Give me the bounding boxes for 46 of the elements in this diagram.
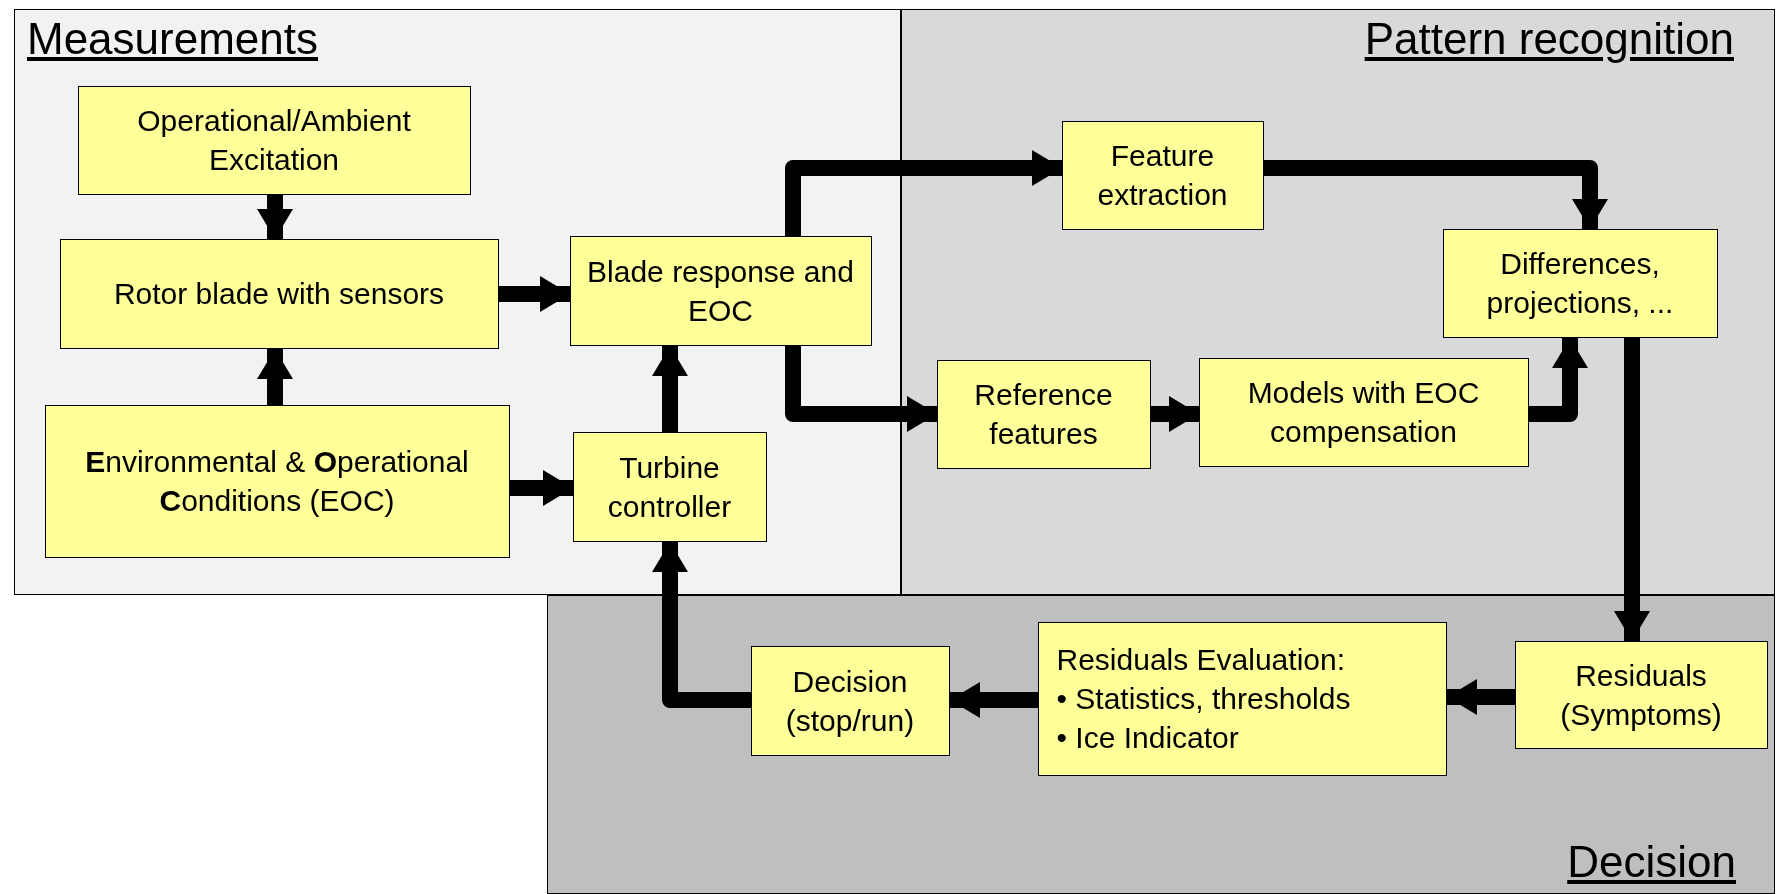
box-label: Blade response and EOC bbox=[586, 253, 855, 329]
box-label: Reference features bbox=[973, 377, 1114, 452]
box-label: Residuals Evaluation: bbox=[1056, 642, 1345, 678]
box-label: Differences, projections, ... bbox=[1485, 246, 1675, 321]
arrow bbox=[499, 276, 570, 312]
process-box bbox=[569, 235, 872, 346]
section-panel bbox=[901, 9, 1775, 595]
process-box bbox=[1514, 640, 1768, 749]
box-label: Decision (stop/run) bbox=[784, 663, 916, 739]
process-box bbox=[572, 431, 767, 542]
arrow bbox=[510, 470, 573, 506]
box-label: Feature extraction bbox=[1096, 138, 1229, 213]
arrow bbox=[785, 150, 1062, 236]
arrow bbox=[950, 682, 1038, 718]
arrow bbox=[1614, 338, 1650, 641]
arrow bbox=[1264, 160, 1608, 229]
arrow bbox=[652, 346, 688, 432]
arrow bbox=[1529, 338, 1588, 422]
process-box bbox=[936, 359, 1151, 469]
box-label: • Ice Indicator bbox=[1056, 720, 1239, 756]
box-label: Models with EOC compensation bbox=[1246, 375, 1481, 450]
process-box bbox=[1442, 228, 1718, 338]
arrow bbox=[257, 195, 293, 239]
box-label: Rotor blade with sensors bbox=[113, 276, 445, 312]
process-box bbox=[750, 645, 950, 756]
box-label: Environmental & Operational Conditions (EOC) bbox=[84, 444, 470, 519]
arrow bbox=[1447, 679, 1515, 715]
section-heading: Decision bbox=[1567, 837, 1736, 887]
process-box bbox=[59, 238, 499, 349]
arrow bbox=[1151, 396, 1199, 432]
box-label: Residuals (Symptoms) bbox=[1559, 657, 1723, 733]
section-panel bbox=[547, 595, 1775, 894]
process-box bbox=[1061, 120, 1264, 230]
arrow bbox=[785, 346, 937, 432]
section-heading: Measurements bbox=[27, 14, 318, 64]
section-panel bbox=[14, 9, 901, 595]
process-box bbox=[1198, 357, 1529, 467]
box-label: Operational/Ambient Excitation bbox=[136, 103, 412, 178]
box-label: Turbine controller bbox=[606, 449, 733, 525]
section-heading: Pattern recognition bbox=[1364, 14, 1734, 64]
box-label: • Statistics, thresholds bbox=[1056, 681, 1351, 717]
arrow bbox=[652, 542, 751, 708]
process-box bbox=[44, 404, 510, 558]
process-box bbox=[77, 85, 471, 195]
process-box bbox=[1037, 621, 1447, 776]
arrow bbox=[257, 349, 293, 405]
